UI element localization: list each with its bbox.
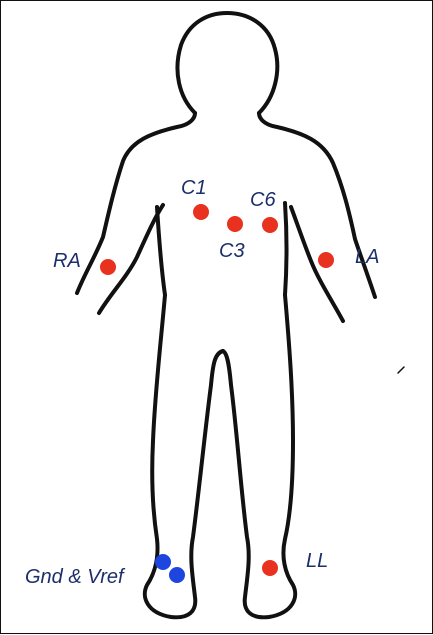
electrode-gnd — [155, 554, 171, 570]
body-outline — [77, 13, 404, 617]
electrode-c3 — [227, 216, 243, 232]
right-torso-side — [285, 203, 287, 295]
label-c3: C3 — [219, 240, 245, 262]
left-shoulder-arm-outline — [77, 113, 195, 293]
left-leg-outline — [145, 295, 223, 617]
label-c6: C6 — [250, 189, 276, 211]
right-leg-outline — [223, 295, 295, 617]
electrode-ll — [262, 560, 278, 576]
electrode-c1 — [193, 204, 209, 220]
right-inner-arm-outline — [291, 207, 343, 321]
label-ra: RA — [53, 250, 81, 272]
label-gnd-vref: Gnd & Vref — [25, 566, 126, 588]
tick-mark — [398, 367, 404, 373]
electrode-labels: RA LA C1 C3 C6 LL Gnd & Vref — [25, 177, 379, 588]
head-outline — [177, 13, 277, 113]
electrode-ra — [100, 259, 116, 275]
electrode-c6 — [262, 217, 278, 233]
electrode-la — [318, 252, 334, 268]
electrode-vref — [169, 567, 185, 583]
label-la: LA — [355, 246, 379, 268]
label-c1: C1 — [181, 177, 207, 199]
left-torso-side — [157, 207, 165, 295]
right-shoulder-arm-outline — [259, 113, 375, 297]
label-ll: LL — [306, 550, 328, 572]
